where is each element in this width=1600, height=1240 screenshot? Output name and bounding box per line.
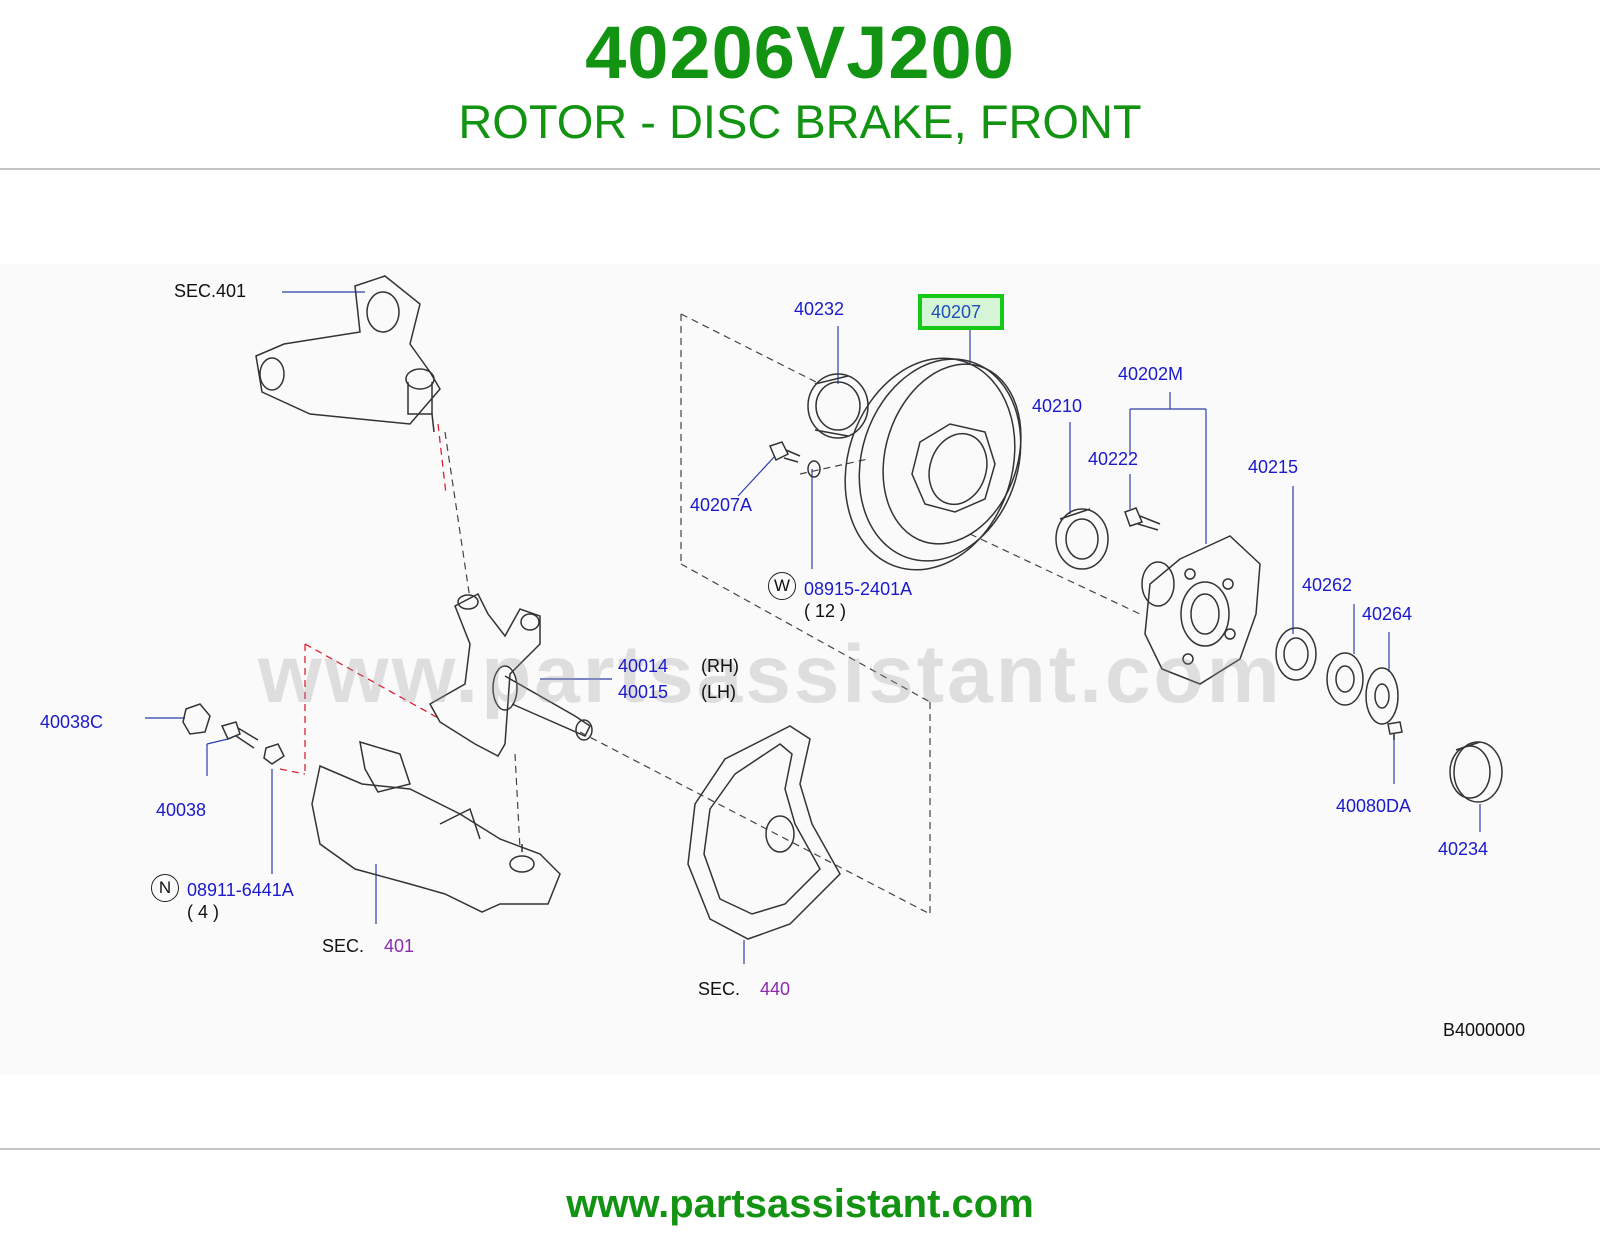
red-assembly-lines — [279, 423, 447, 775]
part-40207-label[interactable]: 40207 — [931, 302, 982, 322]
part-40080da-label[interactable]: 40080DA — [1336, 796, 1412, 816]
parts-diagram: www.partsassistant.com SEC.401 40232 402… — [0, 264, 1600, 1074]
part-40015-label[interactable]: 40015 — [618, 682, 669, 702]
washer-40262-drawing — [1326, 652, 1364, 706]
header: 40206VJ200 ROTOR - DISC BRAKE, FRONT — [0, 0, 1600, 168]
hub-bolt-40222-drawing — [1124, 507, 1161, 531]
part-40014-label[interactable]: 40014 — [618, 656, 669, 676]
part-08911-quantity: ( 4 ) — [187, 902, 220, 922]
part-description: ROTOR - DISC BRAKE, FRONT — [458, 95, 1142, 148]
lower-control-arm-drawing — [311, 740, 561, 913]
part-40202m-label[interactable]: 40202M — [1118, 364, 1184, 384]
part-40264-label[interactable]: 40264 — [1362, 604, 1413, 624]
sec-401-bottom-prefix: SEC. — [322, 936, 365, 956]
brake-rotor-drawing — [844, 357, 1022, 571]
plate-40264-drawing — [1365, 667, 1399, 725]
footer-url-link[interactable]: www.partsassistant.com — [566, 1182, 1034, 1226]
steering-knuckle-drawing — [428, 592, 593, 757]
exploded-view-drawing — [145, 275, 1503, 964]
part-number-title: 40206VJ200 — [585, 11, 1015, 94]
part-08911-6441a-label[interactable]: 08911-6441A — [187, 880, 294, 900]
part-40038c-label[interactable]: 40038C — [40, 712, 104, 732]
part-40222-label[interactable]: 40222 — [1088, 449, 1139, 469]
sec-440-prefix: SEC. — [698, 979, 741, 999]
bolt-40207a-drawing — [768, 441, 821, 478]
upper-control-arm-drawing — [255, 275, 441, 433]
assembly-lines — [444, 313, 1141, 915]
seal-40232-drawing — [807, 373, 869, 439]
part-40038-label[interactable]: 40038 — [156, 800, 207, 820]
diagram-code: B4000000 — [1443, 1020, 1526, 1040]
bearing-40215-drawing — [1275, 627, 1317, 681]
sec-401-bottom-link[interactable]: 401 — [384, 936, 415, 956]
wheel-hub-40202m-drawing — [1141, 535, 1261, 685]
watermark: www.partsassistant.com — [258, 629, 1283, 720]
cap-40234-drawing — [1449, 741, 1503, 803]
part-40232-label[interactable]: 40232 — [794, 299, 845, 319]
part-40015-side: (LH) — [701, 682, 736, 702]
part-40207a-label[interactable]: 40207A — [690, 495, 753, 515]
part-40210-label[interactable]: 40210 — [1032, 396, 1083, 416]
nut-prefix-circle: N — [151, 874, 179, 902]
highlighted-part-40207-box[interactable] — [918, 294, 1004, 330]
splash-shield-drawing — [687, 725, 841, 940]
bearing-40210-drawing — [1055, 508, 1109, 570]
part-40262-label[interactable]: 40262 — [1302, 575, 1353, 595]
leader-lines — [145, 291, 1481, 964]
header-divider — [0, 168, 1600, 170]
sec-401-top-label[interactable]: SEC.401 — [174, 281, 247, 301]
sec-440-link[interactable]: 440 — [760, 979, 791, 999]
footer-divider — [0, 1148, 1600, 1150]
part-40215-label[interactable]: 40215 — [1248, 457, 1299, 477]
part-40014-side: (RH) — [701, 656, 739, 676]
screw-40080da-drawing — [1387, 721, 1403, 740]
part-40234-label[interactable]: 40234 — [1438, 839, 1489, 859]
part-08915-2401a-label[interactable]: 08915-2401A — [804, 579, 913, 599]
bushing-bolt-nut-drawing — [182, 703, 285, 765]
washer-prefix-circle: W — [768, 572, 796, 600]
part-08915-quantity: ( 12 ) — [804, 601, 847, 621]
